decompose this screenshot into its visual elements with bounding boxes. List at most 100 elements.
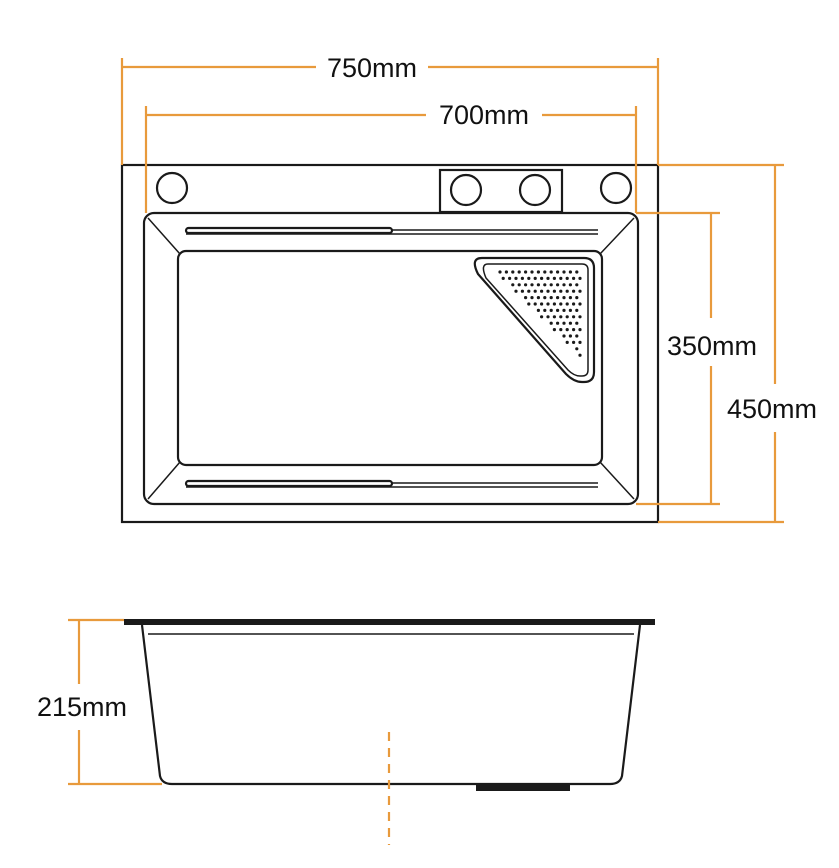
colander-hole — [536, 283, 541, 287]
bowl-bottom — [176, 249, 604, 467]
colander-hole — [578, 315, 582, 319]
colander-hole — [498, 270, 502, 274]
colander-hole — [536, 308, 541, 312]
side-view-rim — [124, 619, 655, 625]
colander-perforations — [498, 270, 582, 357]
colander-hole — [540, 302, 544, 306]
side-view-bowl — [140, 624, 642, 786]
colander-hole — [556, 321, 560, 325]
colander-hole — [514, 276, 518, 280]
colander-hole — [511, 270, 515, 274]
colander-hole — [552, 315, 557, 319]
colander-hole — [546, 276, 550, 280]
bevel-top-left — [147, 217, 181, 255]
colander-hole — [562, 283, 566, 287]
upper-accessory-rail — [184, 226, 598, 235]
colander-hole — [559, 289, 563, 293]
colander-hole — [575, 321, 579, 325]
tap-hole-deck-1 — [449, 173, 483, 207]
colander-hole — [565, 315, 569, 319]
colander-hole — [508, 276, 512, 280]
colander-hole — [552, 328, 557, 332]
colander-hole — [543, 283, 547, 287]
side-view-dimensions: 215mm — [37, 618, 162, 786]
tap-hole-left — [155, 171, 189, 205]
colander-hole — [562, 270, 566, 274]
colander-hole — [536, 296, 541, 300]
drain-outlet — [476, 784, 570, 791]
colander-hole — [530, 296, 534, 300]
colander-hole — [568, 270, 573, 274]
colander-hole — [549, 321, 553, 325]
colander-hole — [549, 308, 553, 312]
colander-hole — [540, 315, 544, 319]
colander-hole — [536, 270, 541, 274]
colander-hole — [578, 276, 582, 280]
colander-hole — [543, 270, 547, 274]
colander-hole — [572, 276, 576, 280]
colander-hole — [556, 296, 560, 300]
colander-hole — [562, 321, 566, 325]
colander-hole — [565, 302, 569, 306]
colander-hole — [572, 340, 576, 344]
colander-hole — [552, 276, 557, 280]
colander-hole — [524, 283, 528, 287]
colander-hole — [546, 302, 550, 306]
tap-hole-right — [599, 171, 633, 205]
colander-hole — [562, 334, 566, 338]
colander-hole — [530, 270, 534, 274]
corner-colander — [473, 256, 596, 384]
colander-hole — [524, 270, 528, 274]
colander-hole — [575, 296, 579, 300]
colander-hole — [568, 283, 573, 287]
colander-hole — [514, 289, 518, 293]
colander-hole — [533, 289, 537, 293]
colander-hole — [543, 308, 547, 312]
colander-hole — [565, 289, 569, 293]
bevel-bottom-right — [599, 461, 635, 500]
colander-hole — [575, 308, 579, 312]
colander-hole — [556, 270, 560, 274]
colander-hole — [530, 283, 534, 287]
side-view — [124, 619, 655, 845]
colander-hole — [578, 340, 582, 344]
colander-hole — [549, 296, 553, 300]
colander-hole — [552, 302, 557, 306]
inner-depth-label: 350mm — [667, 331, 757, 361]
colander-hole — [527, 276, 531, 280]
colander-hole — [556, 308, 560, 312]
colander-hole — [511, 283, 515, 287]
colander-hole — [559, 276, 563, 280]
colander-hole — [540, 276, 544, 280]
colander-hole — [578, 328, 582, 332]
colander-hole — [562, 308, 566, 312]
overall-width-label: 750mm — [327, 53, 417, 83]
colander-hole — [572, 289, 576, 293]
colander-hole — [575, 347, 579, 351]
colander-hole — [568, 296, 573, 300]
colander-hole — [556, 283, 560, 287]
top-view — [120, 163, 660, 524]
colander-hole — [562, 296, 566, 300]
colander-hole — [565, 328, 569, 332]
colander-hole — [527, 289, 531, 293]
colander-hole — [543, 296, 547, 300]
colander-hole — [517, 283, 521, 287]
colander-hole — [578, 353, 582, 357]
colander-hole — [517, 270, 521, 274]
bevel-bottom-left — [147, 461, 181, 500]
colander-hole — [552, 289, 557, 293]
tap-hole-deck-2 — [518, 173, 552, 207]
colander-hole — [565, 276, 569, 280]
colander-hole — [568, 321, 573, 325]
lower-accessory-rail — [184, 479, 598, 488]
bowl-height-label: 215mm — [37, 692, 127, 722]
colander-hole — [568, 334, 573, 338]
colander-hole — [549, 270, 553, 274]
colander-hole — [575, 334, 579, 338]
colander-hole — [501, 276, 505, 280]
colander-hole — [578, 289, 582, 293]
colander-hole — [549, 283, 553, 287]
colander-hole — [527, 302, 531, 306]
